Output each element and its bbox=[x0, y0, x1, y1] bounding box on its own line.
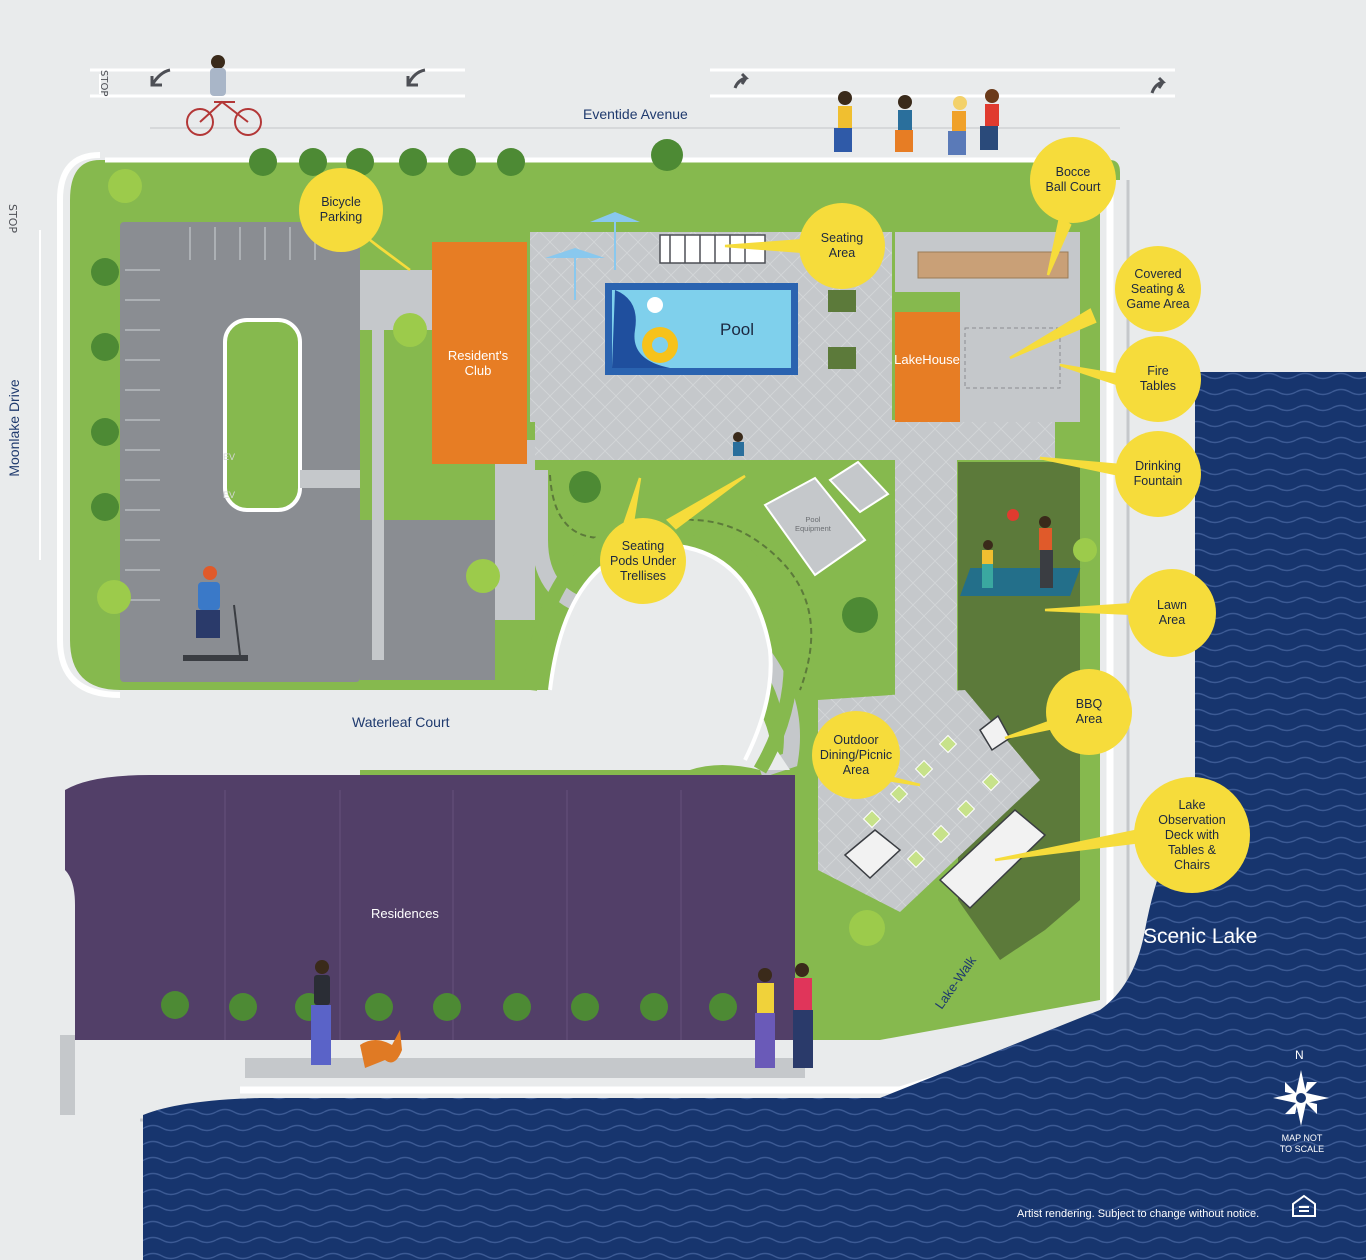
sidewalk bbox=[57, 152, 121, 698]
residents-club-label: Resident's Club bbox=[447, 348, 509, 378]
callout-bbq-area[interactable]: BBQ Area bbox=[1046, 669, 1132, 755]
pool-equipment-label: Pool Equipment bbox=[795, 515, 831, 533]
trees bbox=[91, 139, 1097, 1021]
compass-north-label: N bbox=[1295, 1048, 1304, 1062]
stop-marking-left: STOP bbox=[6, 204, 19, 233]
equal-housing-logo bbox=[1292, 1194, 1316, 1217]
cyclist-figure bbox=[186, 55, 262, 136]
lakehouse-label: LakeHouse bbox=[894, 352, 960, 367]
callout-lawn-area[interactable]: Lawn Area bbox=[1128, 569, 1216, 657]
people-illustrations bbox=[183, 55, 1053, 1068]
residences-block[interactable] bbox=[65, 775, 795, 1040]
umbrella-icons bbox=[545, 212, 640, 300]
dog-walker-figure bbox=[311, 960, 402, 1068]
compass-rose-icon bbox=[1273, 1070, 1329, 1126]
street-label-moonlake: Moonlake Drive bbox=[6, 379, 22, 477]
pool-float-illustration bbox=[612, 290, 678, 368]
callout-bocce-ball-court[interactable]: Bocce Ball Court bbox=[1030, 137, 1116, 223]
callout-covered-seating[interactable]: Covered Seating & Game Area bbox=[1115, 246, 1201, 332]
callout-seating-area[interactable]: Seating Area bbox=[799, 203, 885, 289]
street-label-eventide: Eventide Avenue bbox=[583, 106, 688, 122]
lawn-players-figure bbox=[982, 509, 1053, 588]
couple-figure bbox=[755, 963, 813, 1068]
ev-label-2: EV bbox=[223, 490, 236, 500]
parking-lot bbox=[120, 222, 495, 682]
ev-label-1: EV bbox=[223, 452, 236, 462]
callout-outdoor-dining[interactable]: Outdoor Dining/Picnic Area bbox=[812, 711, 900, 799]
picnic-blanket bbox=[960, 568, 1081, 596]
callout-seating-pods[interactable]: Seating Pods Under Trellises bbox=[600, 518, 686, 604]
map-scale-note: MAP NOT TO SCALE bbox=[1279, 1133, 1325, 1154]
bocce-court bbox=[917, 251, 1069, 279]
street-label-waterleaf: Waterleaf Court bbox=[352, 714, 450, 730]
residences-label: Residences bbox=[371, 906, 439, 921]
pool-equipment-building bbox=[763, 476, 867, 577]
callout-fire-tables[interactable]: Fire Tables bbox=[1115, 336, 1201, 422]
lakehouse-building[interactable] bbox=[895, 312, 960, 422]
stop-marking-top: STOP bbox=[98, 70, 109, 96]
callout-lake-observation[interactable]: Lake Observation Deck with Tables & Chai… bbox=[1134, 777, 1250, 893]
scenic-lake-label: Scenic Lake bbox=[1143, 925, 1258, 948]
callout-bicycle-parking[interactable]: Bicycle Parking bbox=[299, 168, 383, 252]
pool-label: Pool bbox=[720, 320, 755, 339]
pool-water bbox=[612, 290, 791, 368]
joggers-figure bbox=[834, 89, 999, 155]
seated-person-figure bbox=[733, 432, 744, 456]
disclaimer-text: Artist rendering. Subject to change with… bbox=[1017, 1208, 1260, 1220]
scooter-figure bbox=[183, 566, 248, 661]
residents-club-building[interactable] bbox=[432, 242, 527, 464]
callout-drinking-fountain[interactable]: Drinking Fountain bbox=[1115, 431, 1201, 517]
observation-deck bbox=[843, 714, 1047, 910]
picnic-tables bbox=[862, 734, 1001, 869]
turn-arrow-icons bbox=[150, 68, 1166, 94]
